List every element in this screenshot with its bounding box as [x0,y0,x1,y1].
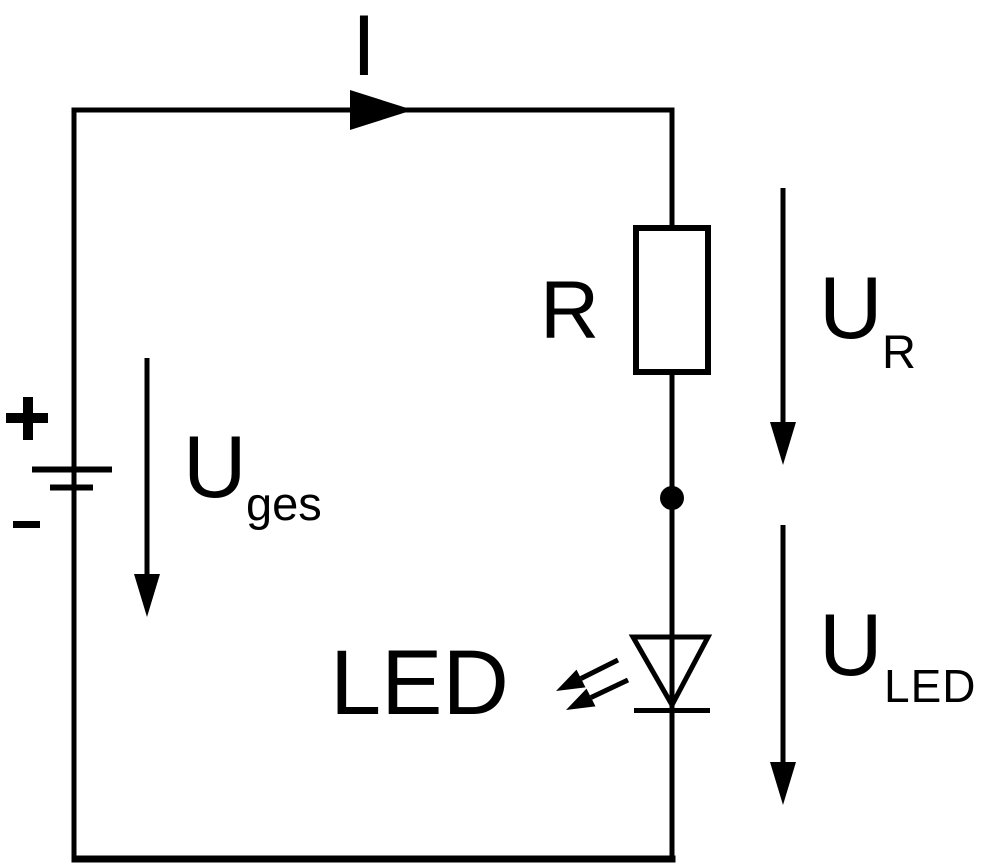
u-ges-subscript: ges [246,477,322,530]
wires [71,107,676,863]
u-r-voltage-arrow-icon [770,188,796,465]
u-led-voltage-arrow-icon [770,525,796,805]
u-led-label: U [819,595,883,694]
u-ges-voltage-arrow-icon [134,358,160,617]
resistor-symbol [633,225,711,375]
u-ges-label: U [183,417,247,516]
u-r-subscript: R [882,325,916,378]
current-label: I [352,0,376,94]
battery-minus-sign [13,521,40,528]
led-light-arrow-icon [556,657,620,691]
led-light-arrow-icon [566,677,630,710]
current-direction-arrow-icon [350,90,413,130]
battery-symbol [6,397,112,528]
led-triangle [628,634,713,711]
u-led-subscript: LED [884,660,976,712]
led-label: LED [330,632,509,734]
resistor-label: R [540,265,599,356]
junction-dot [660,486,684,510]
u-r-label: U [819,258,883,357]
battery-plus-sign [6,397,48,440]
led-symbol [556,634,713,713]
